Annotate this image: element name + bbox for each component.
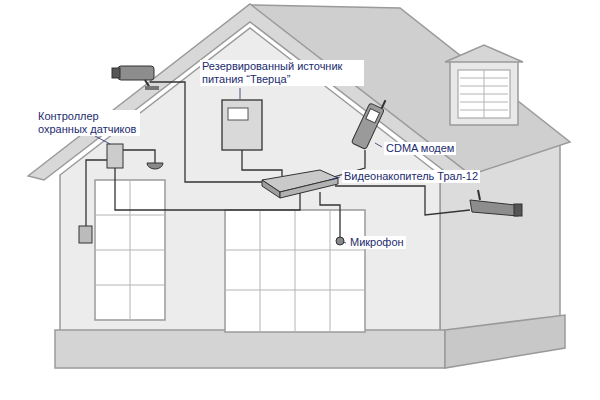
callout-label: CDMA модем	[384, 142, 456, 155]
callout-label: Контроллер охранных датчиков	[36, 110, 140, 136]
controller	[107, 144, 123, 168]
callout-label: Видеонакопитель Трал-12	[342, 170, 480, 183]
callout-label: Микрофон	[348, 236, 406, 249]
callout-label: Резервированный источник питания “Тверца…	[200, 60, 364, 86]
camera	[470, 190, 522, 216]
camera	[112, 66, 159, 90]
